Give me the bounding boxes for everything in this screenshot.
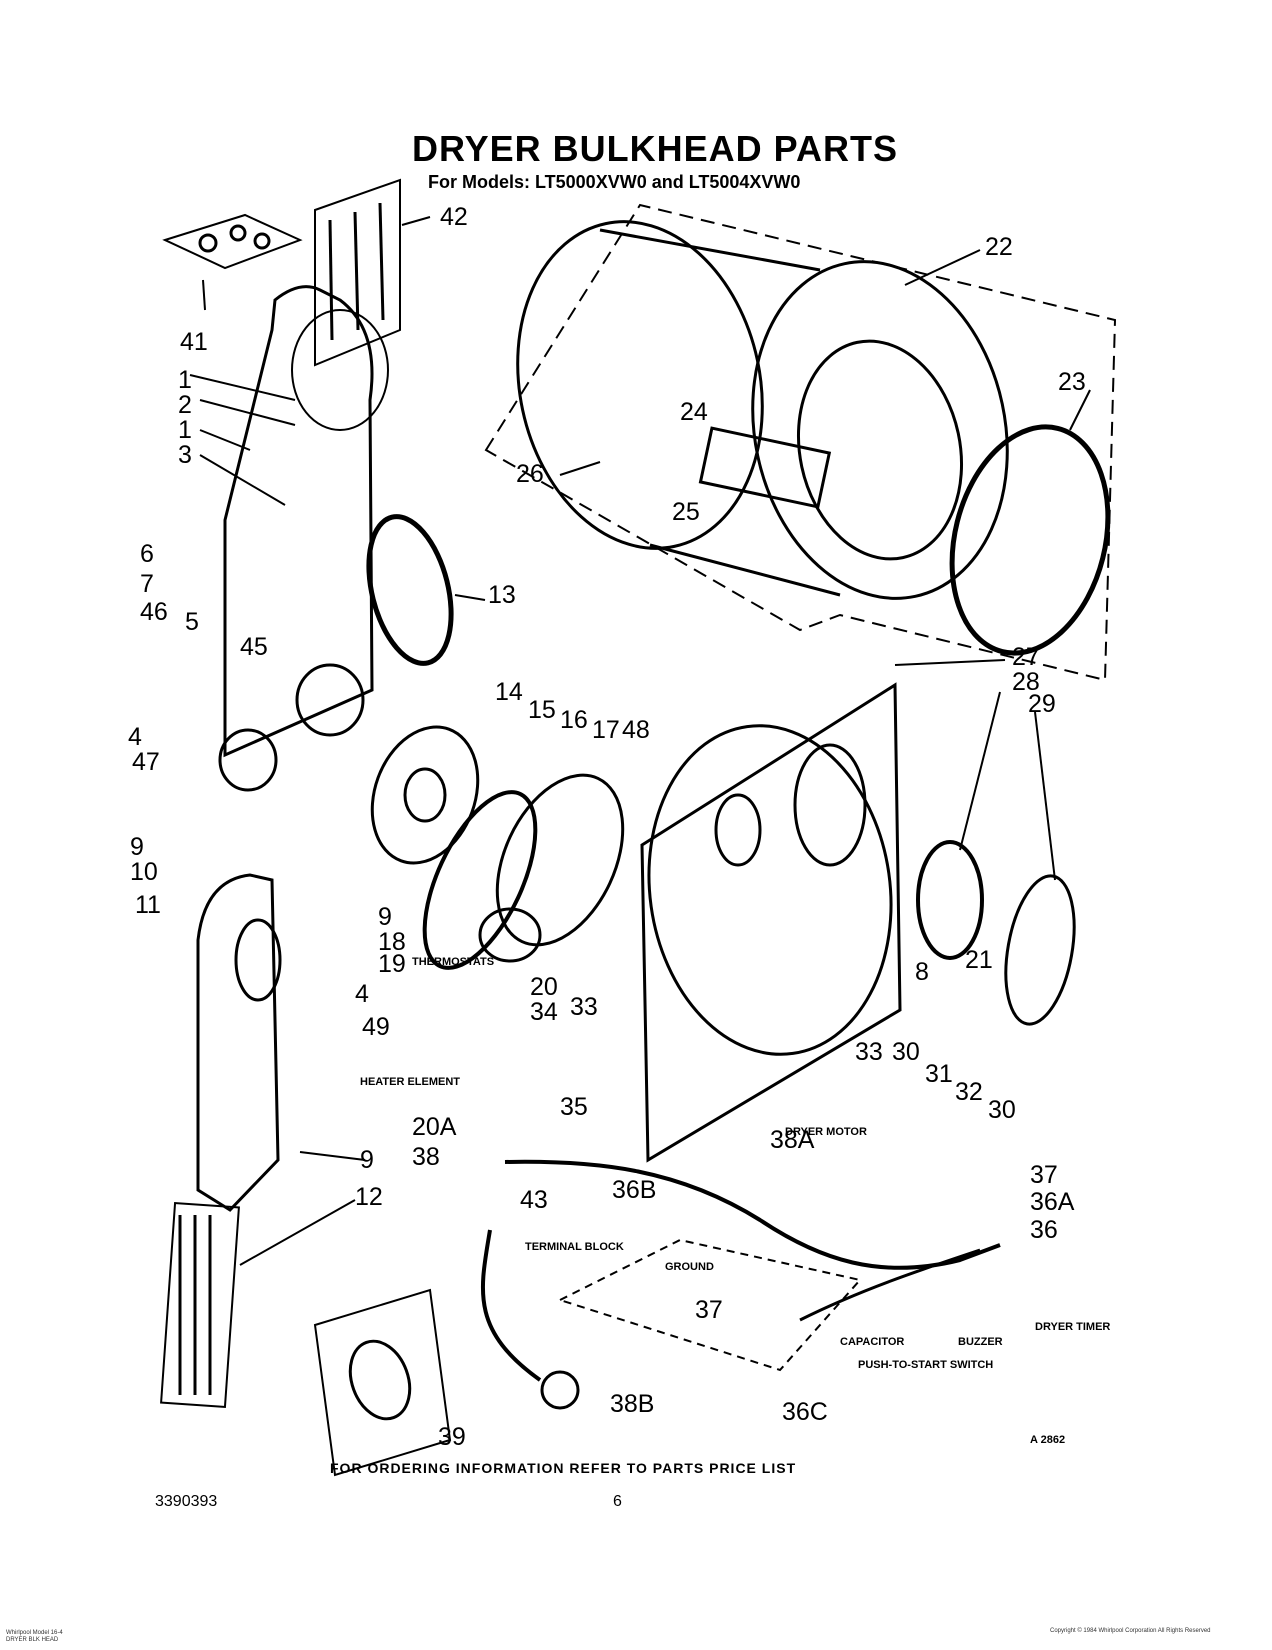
- callout-9a: 9: [130, 833, 144, 861]
- callout-11: 11: [135, 891, 161, 919]
- label-push-to-start: PUSH-TO-START SWITCH: [858, 1359, 993, 1371]
- callout-33a: 33: [570, 993, 598, 1021]
- model-subtitle: For Models: LT5000XVW0 and LT5004XVW0: [428, 172, 801, 192]
- callout-28: 28: [1012, 668, 1040, 696]
- callout-31: 31: [925, 1060, 953, 1088]
- blower-housing-shape: [495, 773, 625, 947]
- callout-29: 29: [1028, 690, 1056, 718]
- callout-48: 48: [622, 716, 650, 744]
- callout-39: 39: [438, 1423, 466, 1451]
- callout-8: 8: [915, 958, 929, 986]
- label-dryer-motor: DRYER MOTOR: [785, 1126, 867, 1138]
- callout-10: 10: [130, 858, 158, 886]
- tiny-left-note: Whirlpool Model 16-4 DRYER BLK HEAD: [6, 1630, 63, 1643]
- callout-38b: 38B: [610, 1390, 654, 1418]
- callout-26: 26: [516, 460, 544, 488]
- callout-45: 45: [240, 633, 268, 661]
- callout-15: 15: [528, 696, 556, 724]
- base-outline: [557, 1238, 862, 1372]
- blower-cover-shape: [223, 285, 374, 758]
- ordering-note: FOR ORDERING INFORMATION REFER TO PARTS …: [330, 1460, 797, 1476]
- callout-4b: 4: [355, 980, 369, 1008]
- figure-code: A 2862: [1030, 1434, 1065, 1446]
- callout-2: 2: [178, 391, 192, 419]
- callout-25: 25: [672, 498, 700, 526]
- callout-3: 3: [178, 441, 192, 469]
- callout-36: 36: [1030, 1216, 1058, 1244]
- drum-seal-shape: [949, 424, 1111, 656]
- label-capacitor: CAPACITOR: [840, 1336, 904, 1348]
- callout-41: 41: [180, 328, 208, 356]
- callout-9c: 9: [360, 1146, 374, 1174]
- rear-bulkhead-shape: [640, 682, 902, 1163]
- callout-37a: 37: [1030, 1161, 1058, 1189]
- callout-34: 34: [530, 998, 558, 1026]
- part-number: 3390393: [155, 1493, 218, 1510]
- filter-29-shape: [1004, 874, 1076, 1026]
- heater-duct-shape: [196, 873, 280, 1212]
- drum-assembly-box: [484, 203, 1117, 682]
- gasket-13-shape: [366, 514, 454, 666]
- label-ground: GROUND: [665, 1261, 714, 1273]
- callout-19: 19: [378, 950, 406, 978]
- label-buzzer: BUZZER: [958, 1336, 1003, 1348]
- callout-17: 17: [592, 716, 620, 744]
- callout-24: 24: [680, 398, 708, 426]
- callout-30a: 30: [892, 1038, 920, 1066]
- heater-coil-shape: [160, 1201, 240, 1409]
- callout-7: 7: [140, 570, 154, 598]
- callout-1a: 1: [178, 366, 192, 394]
- parts-kit-42-outline: [314, 178, 401, 367]
- callout-5: 5: [185, 608, 199, 636]
- callout-38: 38: [412, 1143, 440, 1171]
- callout-23: 23: [1058, 368, 1086, 396]
- callout-30b: 30: [988, 1096, 1016, 1124]
- callout-37b: 37: [695, 1296, 723, 1324]
- callout-18: 18: [378, 928, 406, 956]
- callout-9b: 9: [378, 903, 392, 931]
- callout-16: 16: [560, 706, 588, 734]
- blower-wheel-shape: [370, 725, 480, 865]
- callout-32: 32: [955, 1078, 983, 1106]
- callout-13: 13: [488, 581, 516, 609]
- tiny-right-note: Copyright © 1984 Whirlpool Corporation A…: [1050, 1628, 1211, 1634]
- seal-16-shape: [422, 790, 538, 970]
- label-dryer-timer: DRYER TIMER: [1035, 1321, 1110, 1333]
- duct-28-shape: [916, 840, 984, 960]
- callout-1b: 1: [178, 416, 192, 444]
- label-heater-element: HEATER ELEMENT: [360, 1076, 460, 1088]
- callout-21: 21: [965, 946, 993, 974]
- kit-39-outline: [313, 1288, 452, 1477]
- callout-36b: 36B: [612, 1176, 656, 1204]
- callout-43: 43: [520, 1186, 548, 1214]
- callout-46: 46: [140, 598, 168, 626]
- callout-36c: 36C: [782, 1398, 828, 1426]
- label-thermostats: THERMOSTATS: [412, 956, 494, 968]
- callout-49: 49: [362, 1013, 390, 1041]
- callout-4a: 4: [128, 723, 142, 751]
- page-title: DRYER BULKHEAD PARTS: [412, 128, 899, 169]
- parts-kit-41-outline: [162, 213, 303, 270]
- callout-35: 35: [560, 1093, 588, 1121]
- grommet-shape: [198, 233, 218, 253]
- wire-harness: [504, 1159, 1001, 1270]
- label-terminal-block: TERMINAL BLOCK: [525, 1241, 624, 1253]
- motor-switch-shape: [540, 1370, 580, 1410]
- callout-27: 27: [1012, 643, 1040, 671]
- callout-38a: 38A: [770, 1126, 815, 1154]
- callout-36a: 36A: [1030, 1188, 1075, 1216]
- callout-42: 42: [440, 203, 468, 231]
- callout-6: 6: [140, 540, 154, 568]
- callout-20a: 20A: [412, 1113, 457, 1141]
- page-number: 6: [613, 1493, 622, 1510]
- callout-33b: 33: [855, 1038, 883, 1066]
- callout-20: 20: [530, 973, 558, 1001]
- callout-14: 14: [495, 678, 523, 706]
- callout-22: 22: [985, 233, 1013, 261]
- callout-12: 12: [355, 1183, 383, 1211]
- callout-47: 47: [132, 748, 160, 776]
